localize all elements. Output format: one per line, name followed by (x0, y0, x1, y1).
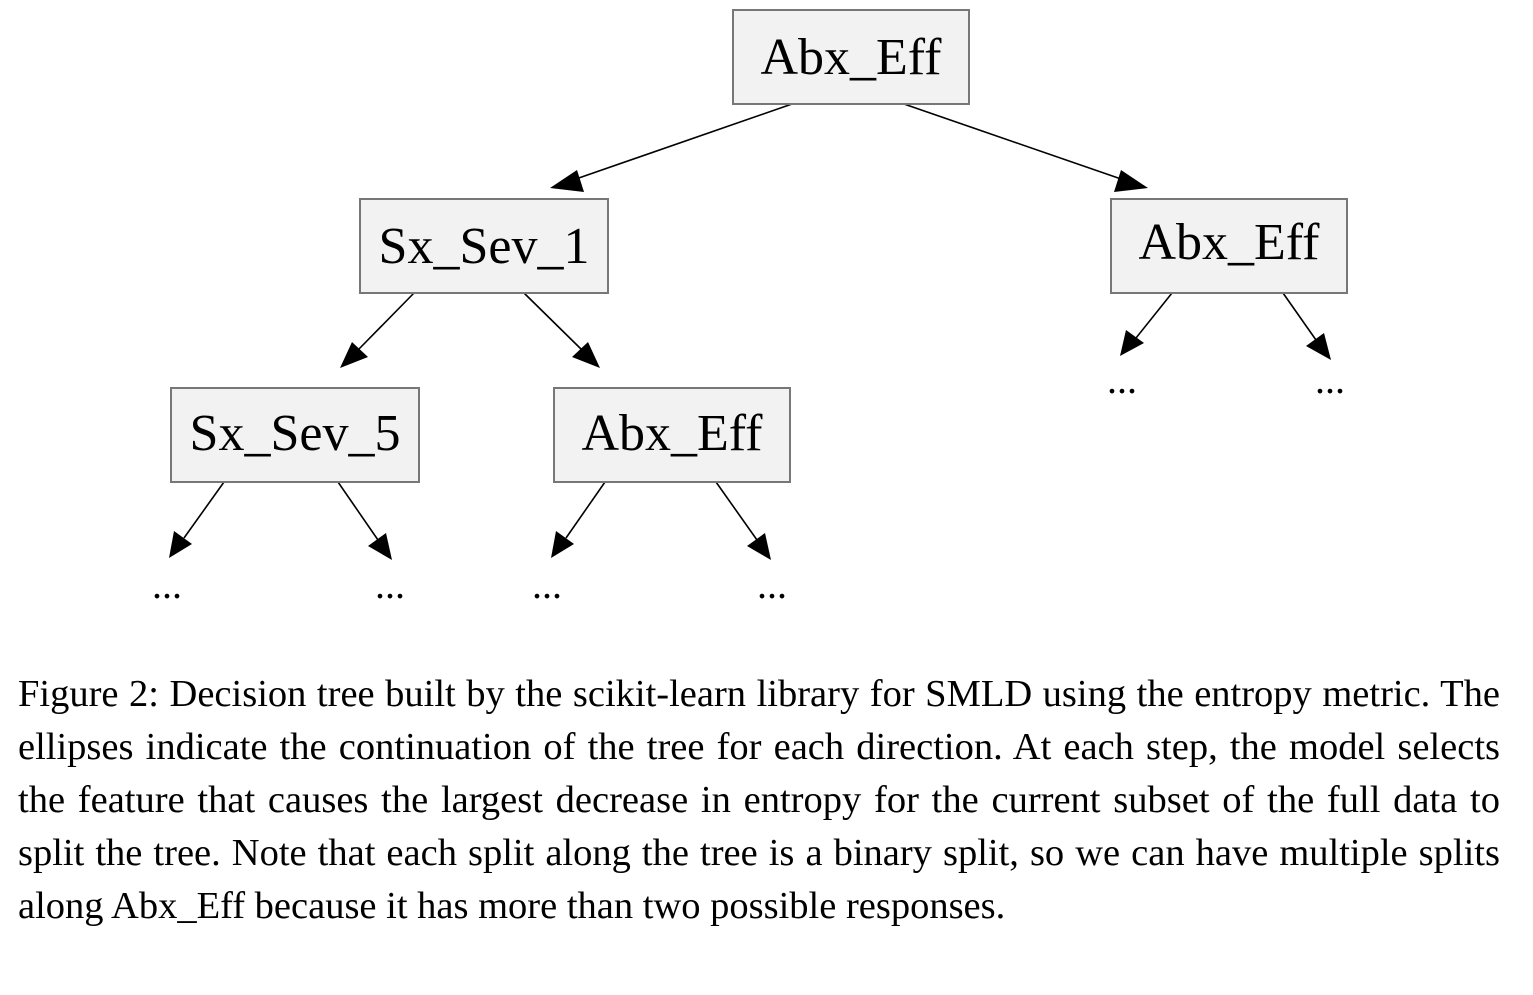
edge-right-to-continuation-2 (1282, 292, 1331, 360)
edge-left-left-to-continuation-1 (169, 481, 225, 558)
decision-tree-diagram: Abx_Eff Sx_Sev_1 Abx_Eff Sx_Sev_5 Abx_Ef… (152, 9, 1348, 607)
edge-left-to-left-left (340, 292, 415, 368)
continuation-ellipsis: ... (375, 562, 405, 607)
edge-root-to-left (550, 103, 793, 192)
node-label: Abx_Eff (1138, 214, 1320, 271)
edge-left-right-to-continuation-1 (551, 481, 606, 558)
edge-root-to-right (903, 103, 1148, 192)
continuation-ellipsis: ... (532, 562, 562, 607)
tree-node-left-right: Abx_Eff (553, 387, 791, 483)
edge-left-right-to-continuation-2 (715, 481, 771, 560)
node-label: Abx_Eff (581, 405, 763, 462)
tree-node-left: Sx_Sev_1 (359, 198, 609, 294)
edge-left-to-left-right (523, 292, 600, 368)
continuation-ellipsis: ... (1315, 357, 1345, 402)
figure-caption: Figure 2: Decision tree built by the sci… (18, 673, 1500, 927)
tree-node-root: Abx_Eff (732, 9, 970, 105)
node-label: Abx_Eff (760, 29, 942, 86)
tree-node-right: Abx_Eff (1110, 198, 1348, 294)
tree-node-left-left: Sx_Sev_5 (170, 387, 420, 483)
edge-right-to-continuation-1 (1120, 292, 1173, 356)
continuation-ellipsis: ... (152, 562, 182, 607)
continuation-ellipsis: ... (757, 562, 787, 607)
continuation-ellipsis: ... (1107, 357, 1137, 402)
node-label: Sx_Sev_1 (379, 218, 590, 275)
edge-left-left-to-continuation-2 (337, 481, 392, 560)
node-label: Sx_Sev_5 (190, 405, 401, 462)
